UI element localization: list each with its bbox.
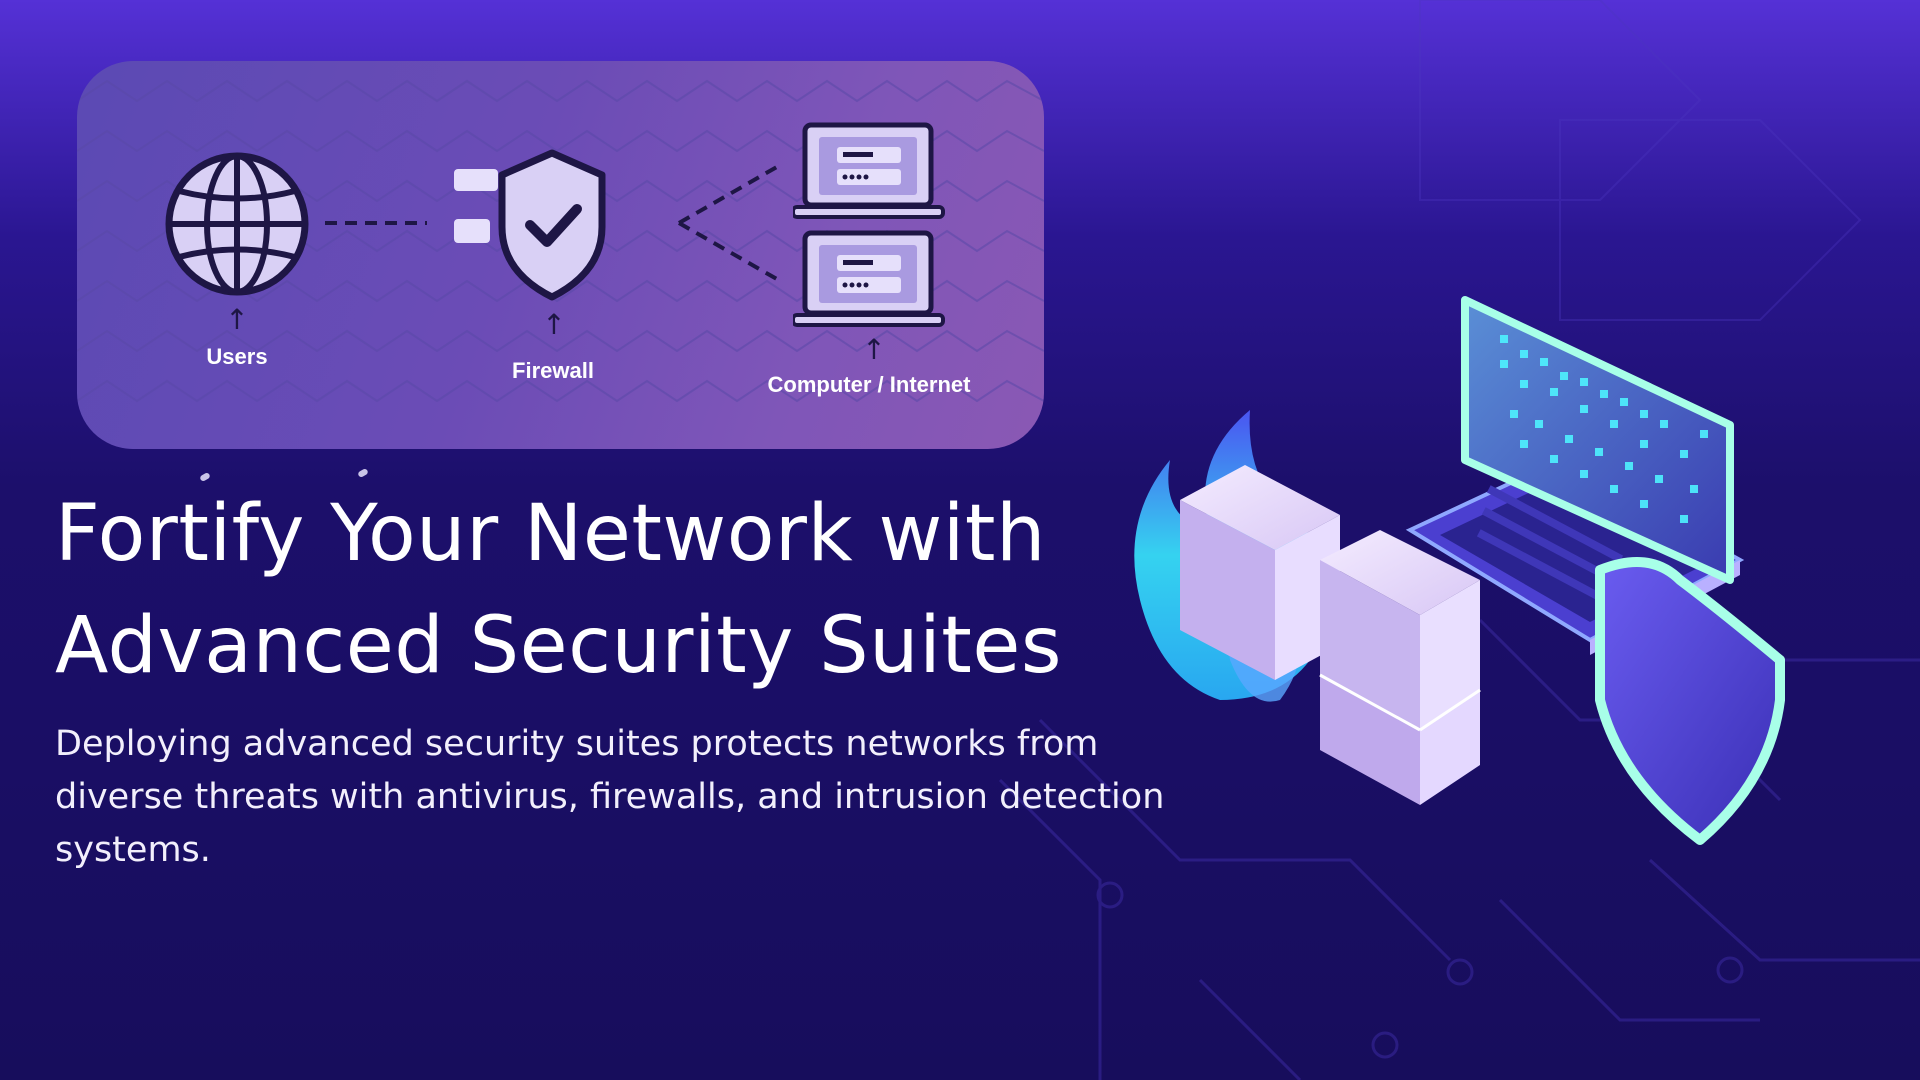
arrow-up-icon: ↑ [862, 333, 886, 366]
laptop-icon [793, 122, 945, 327]
arrow-up-icon: ↑ [225, 303, 249, 336]
connector-firewall-computer-top [678, 162, 783, 225]
node-label-computer-internet: Computer / Internet [767, 372, 971, 397]
globe-icon [165, 152, 309, 296]
security-illustration [1134, 296, 1785, 845]
shield-check-icon [454, 149, 606, 301]
arrow-up-icon: ↑ [542, 308, 566, 341]
page-description: Deploying advanced security suites prote… [55, 724, 1165, 870]
shield-icon [1595, 557, 1785, 845]
network-diagram-card: ↑ Users ↑ Firewall ↑ Computer / [77, 61, 1044, 449]
node-label-users: Users [206, 344, 268, 369]
node-label-firewall: Firewall [512, 358, 594, 383]
page-title: Fortify Your Network with Advanced Secur… [55, 478, 1155, 702]
page-title-line-2: Advanced Security Suites [55, 601, 1062, 691]
firewall-brick-icon [1180, 465, 1481, 805]
page-title-line-1: Fortify Your Network with [55, 489, 1046, 579]
